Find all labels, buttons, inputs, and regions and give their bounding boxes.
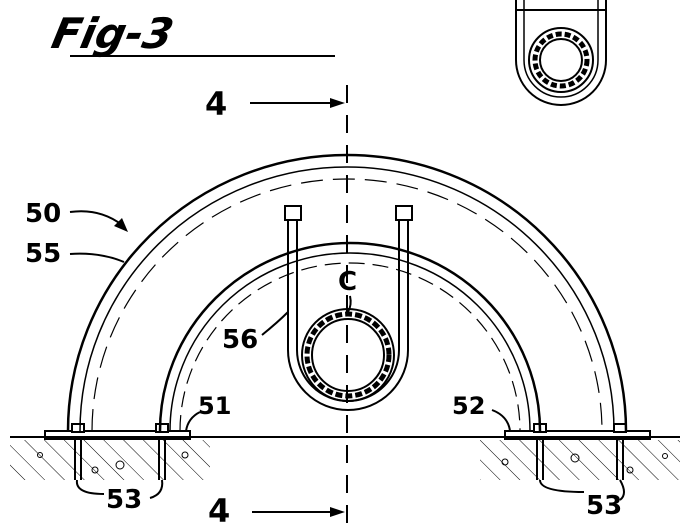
ref-50-group: 50 bbox=[25, 199, 128, 232]
ref-52: 52 bbox=[452, 392, 485, 420]
arch-support bbox=[66, 153, 628, 432]
inset-cross-section bbox=[515, 0, 607, 106]
conduit-c bbox=[301, 308, 395, 402]
ground-section bbox=[10, 436, 680, 480]
figure-title: Fig-3 bbox=[47, 10, 177, 58]
ref-52-group: 52 bbox=[452, 392, 511, 432]
ref-53-right: 53 bbox=[586, 491, 622, 521]
section-line-4-4: 4 4 bbox=[205, 85, 348, 530]
ref-51-group: 51 bbox=[185, 392, 231, 432]
ref-53-right-group: 53 bbox=[539, 479, 625, 521]
base-plate-left bbox=[44, 430, 191, 440]
ref-c-group: C bbox=[338, 267, 357, 313]
base-plate-right bbox=[504, 430, 651, 440]
section-label-top: 4 bbox=[205, 85, 227, 123]
ref-53-left-group: 53 bbox=[75, 479, 164, 515]
ref-56-group: 56 bbox=[222, 311, 289, 355]
ref-56: 56 bbox=[222, 325, 258, 355]
ref-50: 50 bbox=[25, 199, 61, 229]
figure-title-group: Fig-3 bbox=[47, 10, 335, 59]
section-label-bottom: 4 bbox=[208, 492, 230, 530]
ref-55-group: 55 bbox=[25, 239, 125, 269]
ref-53-left: 53 bbox=[106, 485, 142, 515]
ref-c: C bbox=[338, 267, 357, 297]
u-bolt bbox=[284, 205, 413, 411]
ref-55: 55 bbox=[25, 239, 61, 269]
ref-51: 51 bbox=[198, 392, 231, 420]
